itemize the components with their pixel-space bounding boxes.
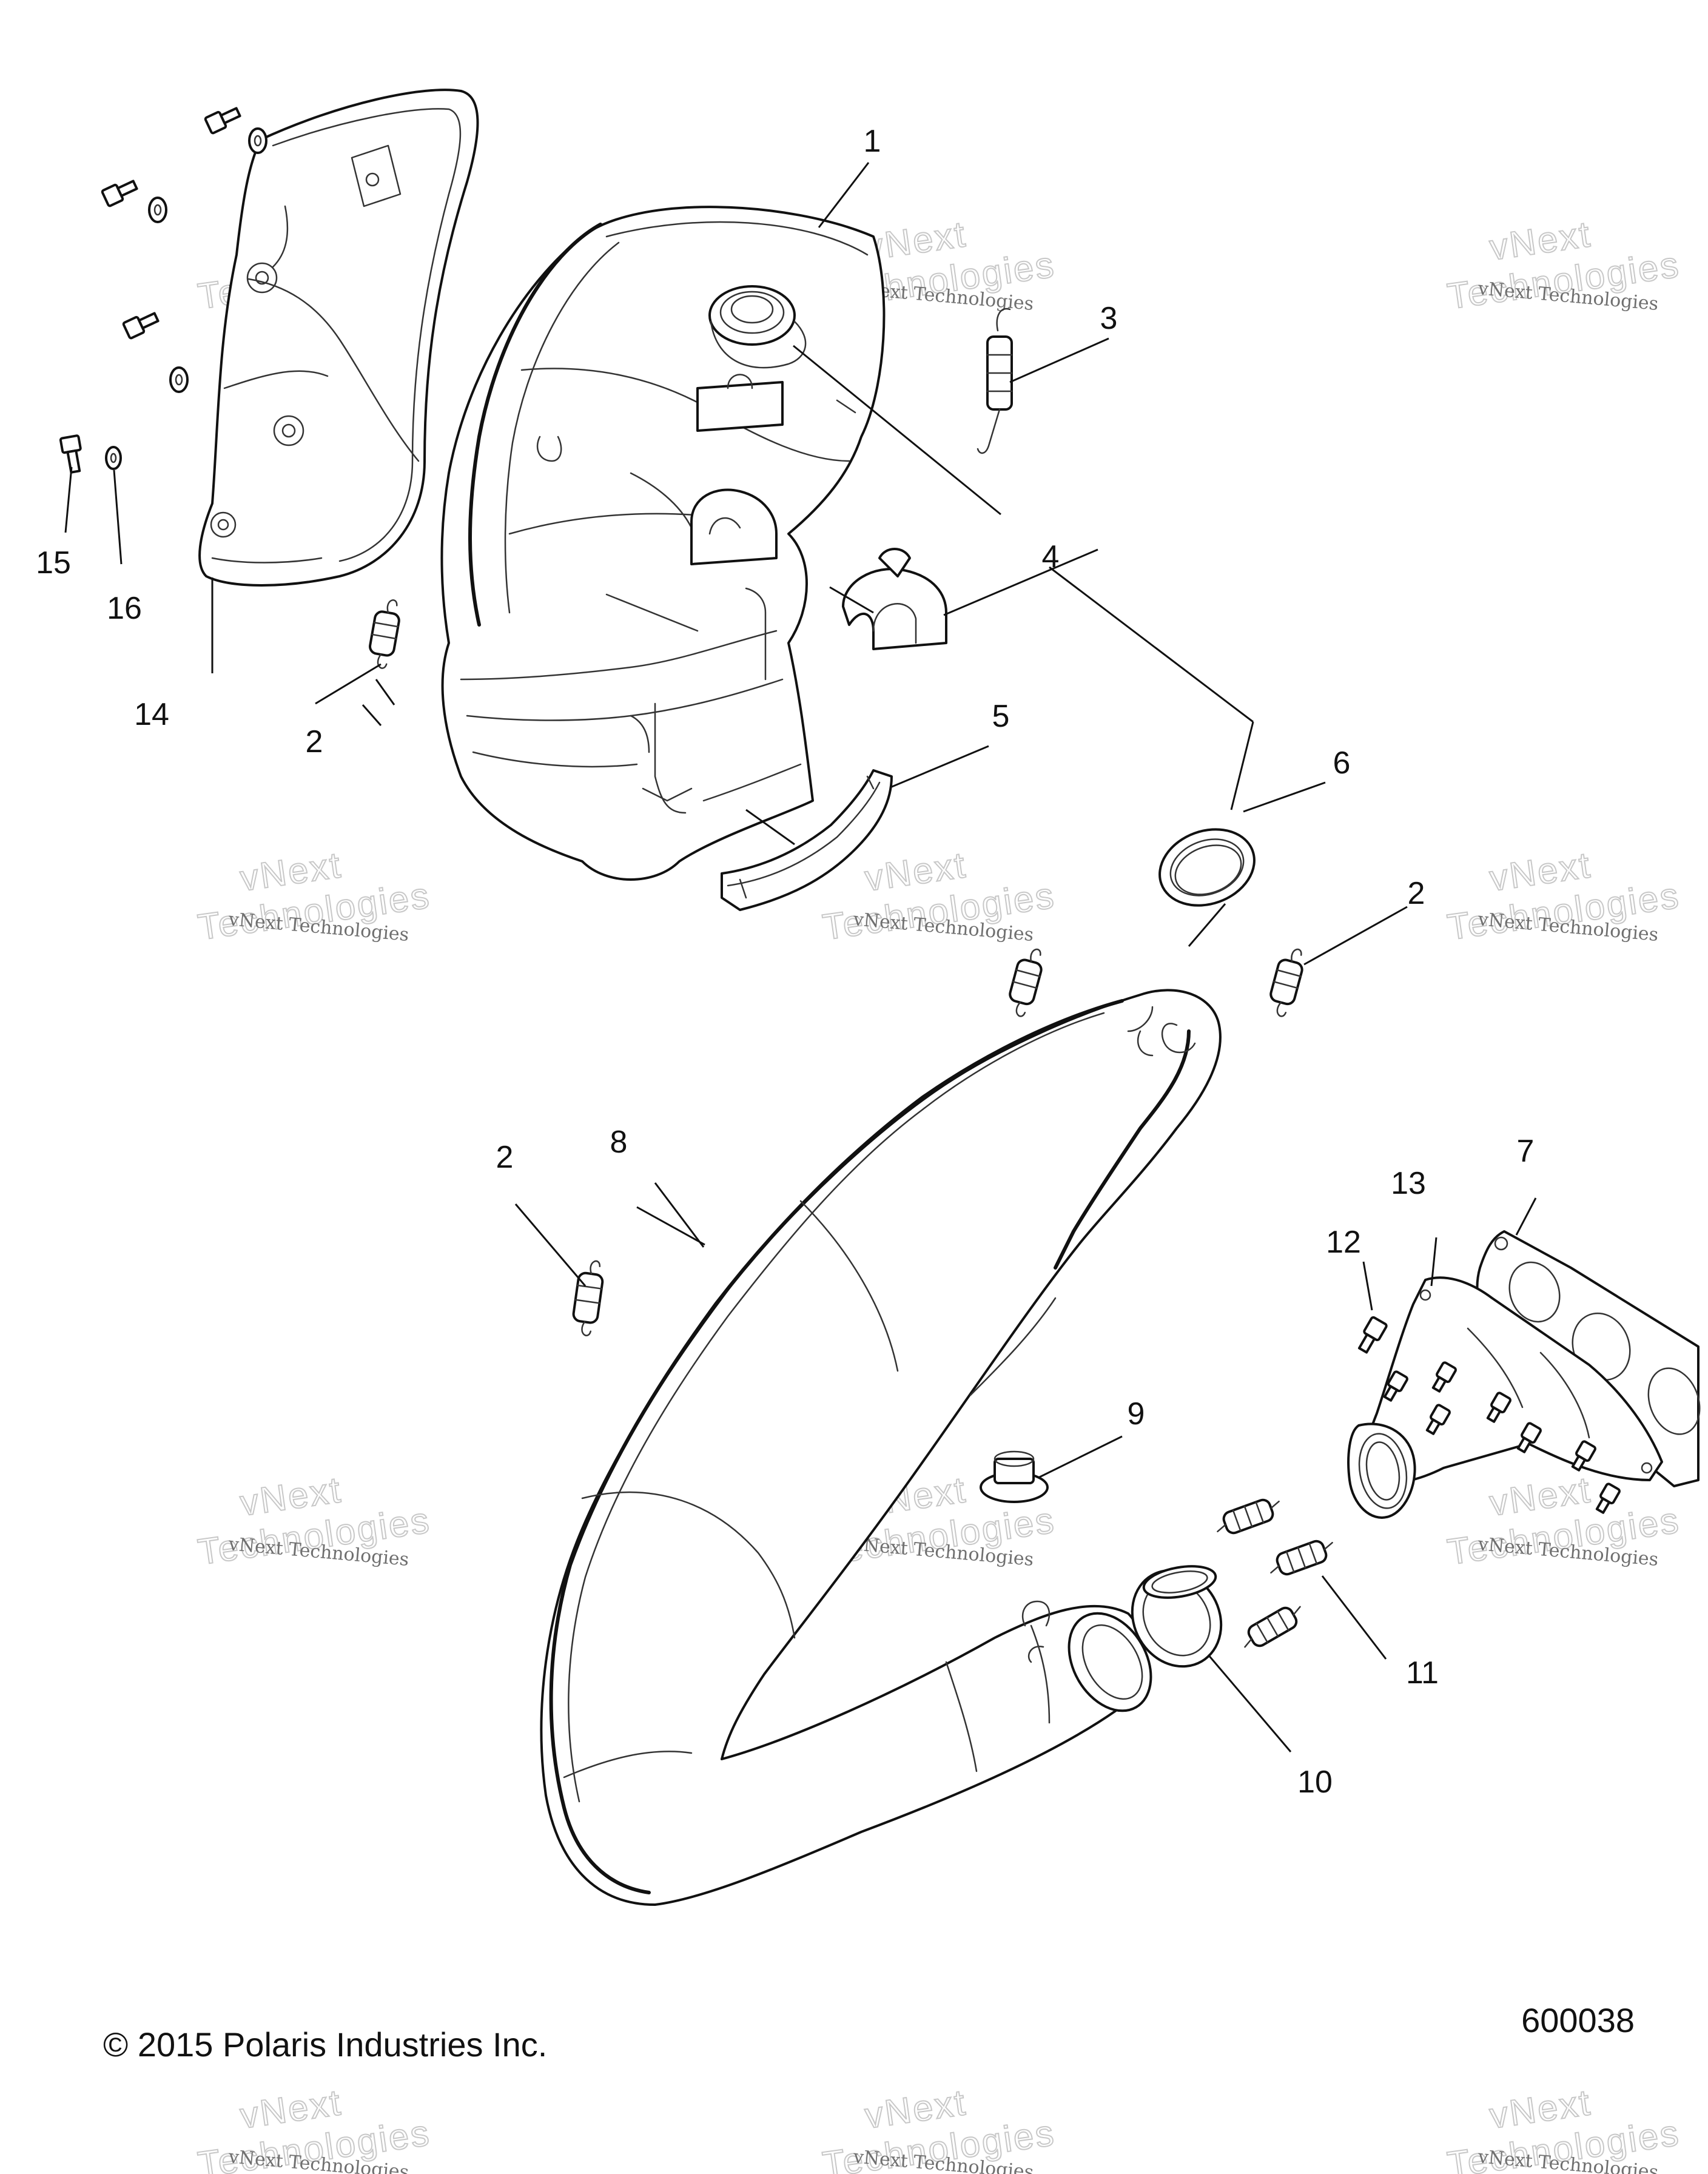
callout-11: 11 (1406, 1655, 1439, 1691)
callout-14: 14 (134, 697, 169, 732)
callout-5: 5 (992, 699, 1010, 734)
clip-part-4 (842, 548, 947, 650)
watermark: Technologies vNext vNext Technologies (195, 1469, 434, 1573)
callout-6: 6 (1333, 745, 1351, 781)
copyright-text: © 2015 Polaris Industries Inc. (103, 2025, 547, 2064)
watermark: Technologies vNext vNext Technologies (195, 844, 434, 948)
callout-15: 15 (36, 545, 71, 581)
callout-1: 1 (864, 124, 881, 159)
spring-part-11 (1270, 1540, 1333, 1576)
spring-part-11 (1217, 1498, 1280, 1535)
callout-3: 3 (1100, 301, 1118, 336)
callout-2: 2 (1408, 876, 1425, 911)
callout-12: 12 (1326, 1225, 1361, 1260)
callout-labels: 1 2 2 2 3 4 5 6 7 8 9 10 11 12 13 14 15 … (36, 124, 1534, 1800)
fastener-bolts-part-15 (59, 107, 241, 474)
callout-10: 10 (1297, 1765, 1333, 1800)
watermark: Technologies vNext vNext Technologies (1444, 1469, 1683, 1573)
spring-part-2 (1269, 948, 1303, 1017)
watermark: Technologies vNext vNext Technologies (1444, 213, 1683, 317)
bracket-part-5 (721, 769, 893, 911)
callout-13: 13 (1391, 1166, 1426, 1201)
spring-part-2 (369, 599, 400, 669)
callout-7: 7 (1517, 1134, 1535, 1169)
leader-lines (64, 162, 1537, 1752)
muffler-part-1 (440, 206, 886, 881)
gasket-ring-part-6 (1158, 828, 1256, 907)
callout-9: 9 (1128, 1396, 1145, 1432)
heat-shield-part-14 (198, 89, 479, 587)
watermark: Technologies vNext vNext Technologies (819, 2081, 1058, 2174)
spring-part-2 (1009, 948, 1043, 1017)
watermarks: Technologies vNext vNext Technologies Te… (195, 213, 1683, 2174)
callout-4: 4 (1042, 539, 1060, 574)
plug-part-9 (980, 1450, 1049, 1503)
exhaust-pipe-part-8 (540, 989, 1222, 1906)
clamp-ring-part-10 (1131, 1565, 1223, 1668)
watermark: Technologies vNext vNext Technologies (195, 2081, 434, 2174)
figure-number: 600038 (1521, 2001, 1635, 2039)
bolt-part-12 (1357, 1316, 1388, 1354)
spring-part-11 (1244, 1606, 1301, 1648)
washers-part-16 (105, 127, 267, 470)
watermark: Technologies vNext vNext Technologies (1444, 844, 1683, 948)
callout-8: 8 (610, 1125, 628, 1160)
spring-part-3 (977, 308, 1013, 454)
spring-part-2 (572, 1260, 604, 1336)
callout-16: 16 (107, 591, 142, 626)
watermark: Technologies vNext vNext Technologies (1444, 2081, 1683, 2174)
callout-2: 2 (306, 724, 323, 759)
callout-2: 2 (496, 1140, 514, 1175)
watermark: Technologies vNext vNext Technologies (819, 844, 1058, 948)
exhaust-manifold-part-13 (1347, 1276, 1663, 1519)
